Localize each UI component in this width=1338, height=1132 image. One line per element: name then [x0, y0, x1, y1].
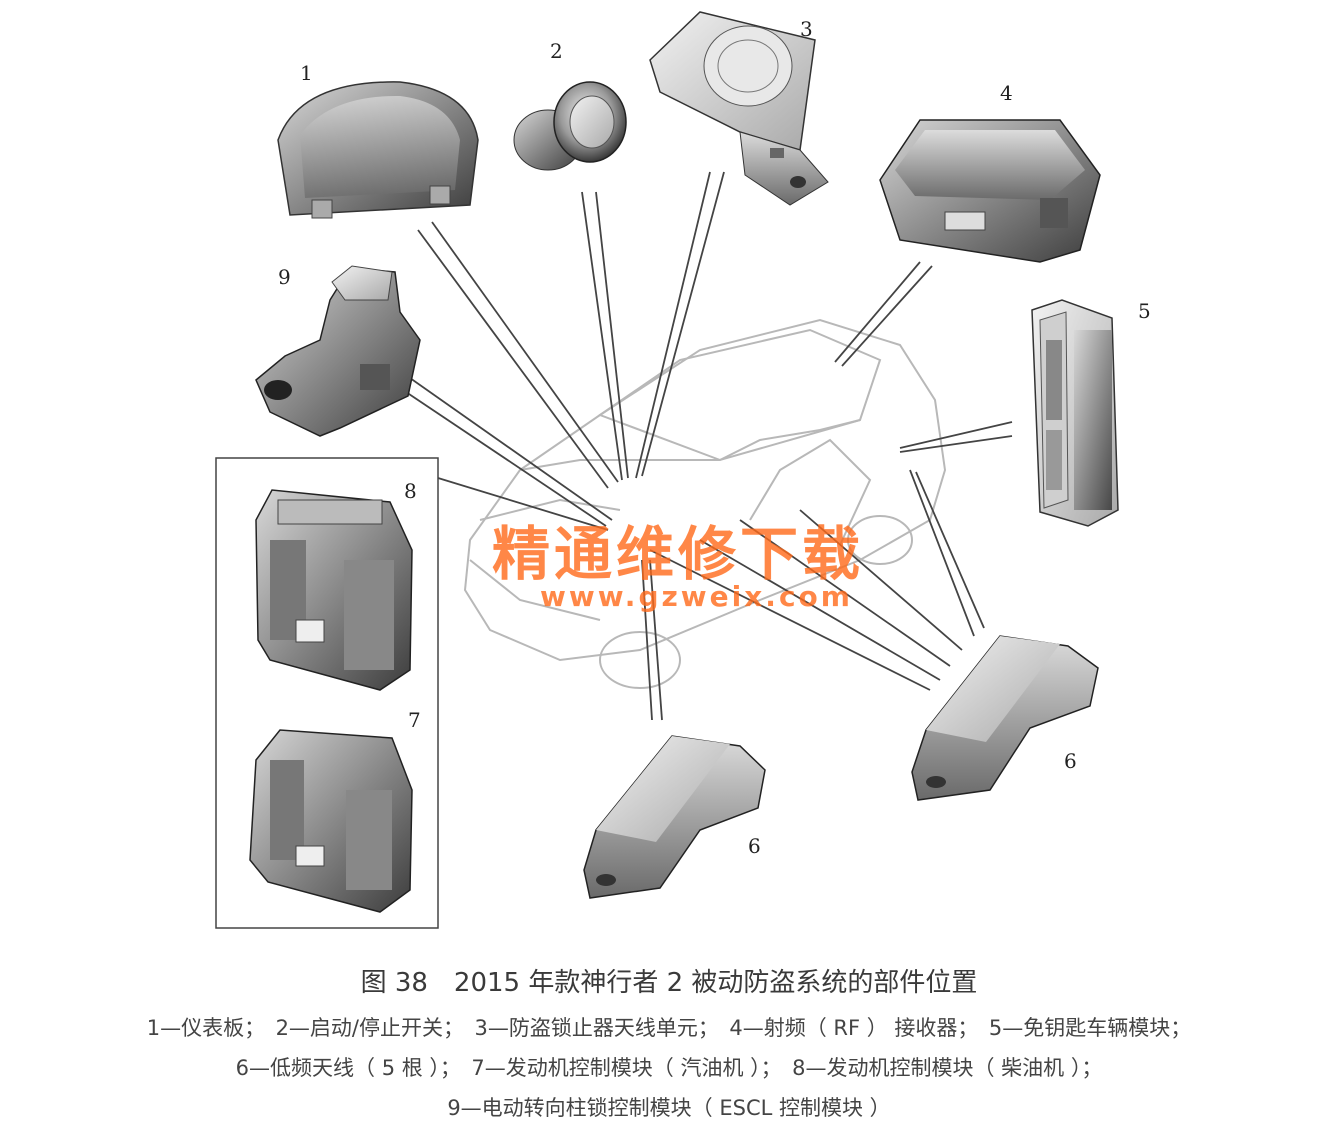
- label-part-2: 2: [550, 39, 563, 63]
- leader-lines: [405, 171, 1013, 721]
- component-diagram: 精通维修下载 www.gzweix.com 1 2 3 4 5 6 6 7 8 …: [215, 11, 1151, 929]
- label-part-7: 7: [408, 708, 421, 732]
- legend-line-3: 9—电动转向柱锁控制模块（ ESCL 控制模块 ）: [447, 1096, 891, 1120]
- watermark-url: www.gzweix.com: [540, 580, 853, 613]
- ecm-box-frame: [215, 457, 439, 929]
- lf-antenna-drawing-left: [583, 735, 766, 899]
- vehicle-illustration: [463, 318, 947, 689]
- lf-antenna-drawing-right: [911, 635, 1099, 801]
- label-part-6-left: 6: [748, 834, 761, 858]
- label-part-1: 1: [300, 61, 313, 85]
- legend-line-2: 6—低频天线（ 5 根 ）； 7—发动机控制模块（ 汽油机 ）； 8—发动机控制…: [235, 1056, 1103, 1080]
- label-part-6-right: 6: [1064, 749, 1077, 773]
- label-part-9: 9: [278, 265, 291, 289]
- label-part-3: 3: [800, 17, 813, 41]
- figure-caption: 图 38 2015 年款神行者 2 被动防盗系统的部件位置: [360, 968, 978, 998]
- immobilizer-antenna-drawing: [649, 11, 829, 206]
- keyless-vehicle-module-drawing: [1031, 299, 1119, 527]
- legend-line-1: 1—仪表板； 2—启动/停止开关； 3—防盗锁止器天线单元； 4—射频（ RF …: [146, 1016, 1192, 1040]
- rf-receiver-drawing: [879, 119, 1101, 263]
- start-stop-switch-drawing: [513, 81, 627, 171]
- escl-module-drawing: [255, 265, 421, 437]
- label-part-8: 8: [404, 479, 417, 503]
- ecm-petrol-drawing: [249, 729, 413, 913]
- watermark-chinese: 精通维修下载: [492, 520, 864, 588]
- label-part-5: 5: [1138, 299, 1151, 323]
- ecm-diesel-drawing: [255, 489, 413, 691]
- instrument-cluster-drawing: [277, 81, 479, 219]
- label-part-4: 4: [1000, 81, 1013, 105]
